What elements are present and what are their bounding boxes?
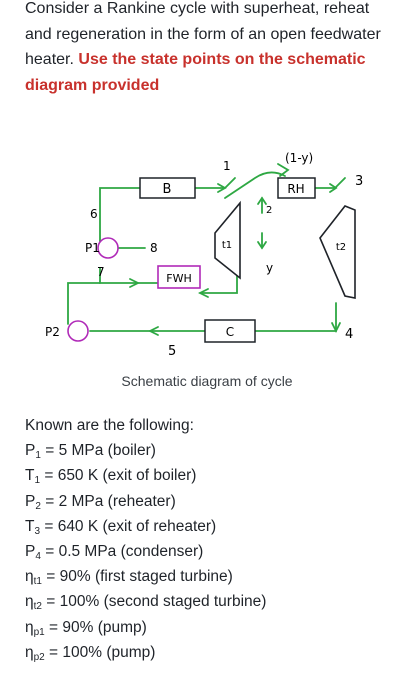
arrow-bleed [197,288,209,298]
arrow-5 [147,326,159,336]
boiler-label: B [163,182,172,197]
intro-highlight: Use the state points on the schematic di… [25,51,366,94]
known-item: ηt2 = 100% (second staged turbine) [25,593,267,613]
known-item: ηp2 = 100% (pump) [25,643,156,663]
line-4 [254,302,337,332]
known-item: P4 = 0.5 MPa (condenser) [25,543,204,563]
pump-2-label: P2 [45,325,60,339]
boiler-box [139,177,196,199]
turbine-1-label: t1 [222,240,232,251]
line-fwh-p2 [67,282,101,325]
arrow-3 [329,183,338,193]
state-5-label: 5 [168,344,176,359]
condenser-box [204,319,256,343]
y-label: y [266,261,273,275]
diagram-caption: Schematic diagram of cycle [121,373,293,389]
pump-1 [97,237,119,259]
fwh-box [157,265,201,289]
known-item: ηp1 = 90% (pump) [25,618,147,638]
state-2-label: 2 [266,205,272,216]
known-item: T1 = 650 K (exit of boiler) [25,467,197,487]
arrow-2 [257,196,267,205]
turbine-2-label: t2 [336,242,346,253]
known-values: Known are the following: P1 = 5 MPa (boi… [25,413,266,665]
fwh-label: FWH [166,272,191,285]
known-heading: Known are the following: [25,417,194,434]
state-1-label: 1 [223,159,231,173]
pump-2 [67,320,89,342]
state-3-label: 3 [355,174,363,189]
pump-1-label: P1 [85,241,100,255]
state-6-label: 6 [90,207,98,221]
line-6 [99,187,141,249]
state-7-label: 7 [97,265,105,279]
line-to-rh [224,171,286,199]
schematic-diagram: B RH t1 t2 FWH C P1 P2 1 2 3 4 5 6 7 8 y… [45,151,363,359]
reheater-label: RH [287,182,304,196]
known-item: ηt1 = 90% (first staged turbine) [25,568,233,588]
one-minus-y-label: (1-y) [285,151,313,165]
arrow-4 [331,322,341,334]
flow-lines [67,163,346,336]
line-3 [314,177,346,189]
known-item: P2 = 2 MPa (reheater) [25,492,176,512]
reheater-box [277,177,316,199]
problem-statement: Consider a Rankine cycle with superheat,… [25,0,397,98]
turbine-2 [319,205,356,299]
line-1 [194,177,236,189]
state-4-label: 4 [345,327,353,342]
condenser-label: C [226,325,234,339]
arrow-1 [217,183,227,193]
arrow-y [257,241,267,250]
state-8-label: 8 [150,241,158,255]
turbine-1 [214,200,241,280]
known-item: P1 = 5 MPa (boiler) [25,442,156,462]
line-7 [99,267,159,284]
arrow-7 [129,278,141,288]
intro-text: Consider a Rankine cycle with superheat,… [25,0,381,68]
arrow-one-minus-y [277,163,290,177]
known-item: T3 = 640 K (exit of reheater) [25,517,217,537]
